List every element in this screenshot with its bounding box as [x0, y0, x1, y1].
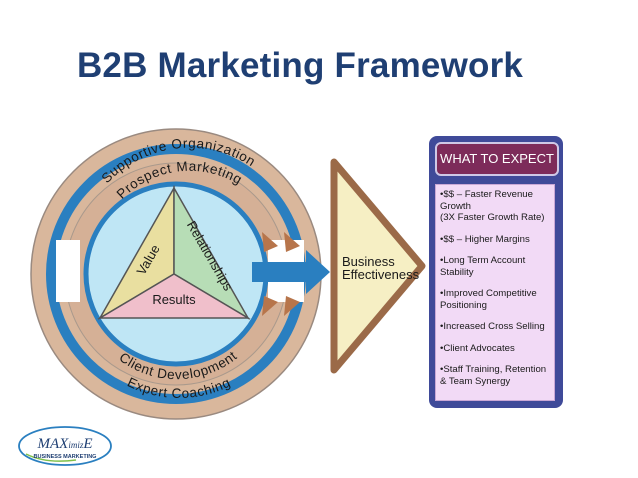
brown-arrow-top-left [262, 232, 278, 252]
flow-arrow [252, 250, 330, 294]
page-title: B2B Marketing Framework [76, 46, 524, 85]
maximize-logo: MAXimizE BUSINESS MARKETING [18, 426, 112, 466]
triangle-results [97, 273, 251, 319]
expect-item: •$$ – Faster Revenue Growth (3X Faster G… [440, 189, 545, 223]
logo-accent [25, 453, 77, 462]
label-results: Results [152, 292, 196, 307]
logo-wordmark: MAXimizE [36, 436, 92, 452]
label-business-effectiveness: Business Effectiveness [342, 254, 420, 282]
expect-item: •Increased Cross Selling [440, 321, 545, 332]
what-to-expect-header: WHAT TO EXPECT [435, 142, 559, 176]
expect-item: •Long Term Account Stability [440, 255, 526, 278]
what-to-expect-list: •$$ – Faster Revenue Growth (3X Faster G… [435, 184, 555, 401]
brown-arrow-bottom-right [284, 296, 300, 316]
business-effectiveness-triangle [330, 158, 426, 374]
logo-swoosh [18, 426, 112, 466]
ring-gap-left [56, 240, 80, 302]
expect-item: •Client Advocates [440, 342, 515, 354]
expect-item: •Staff Training, Retention & Team Synerg… [440, 364, 547, 387]
expect-item: •$$ – Higher Margins [440, 233, 530, 245]
brown-arrow-top-right [284, 232, 300, 252]
expect-item: •Improved Competitive Positioning [440, 288, 537, 311]
what-to-expect-panel: WHAT TO EXPECT •$$ – Faster Revenue Grow… [429, 136, 563, 408]
brown-arrow-bottom-left [262, 296, 278, 316]
logo-tagline: BUSINESS MARKETING [34, 454, 97, 460]
